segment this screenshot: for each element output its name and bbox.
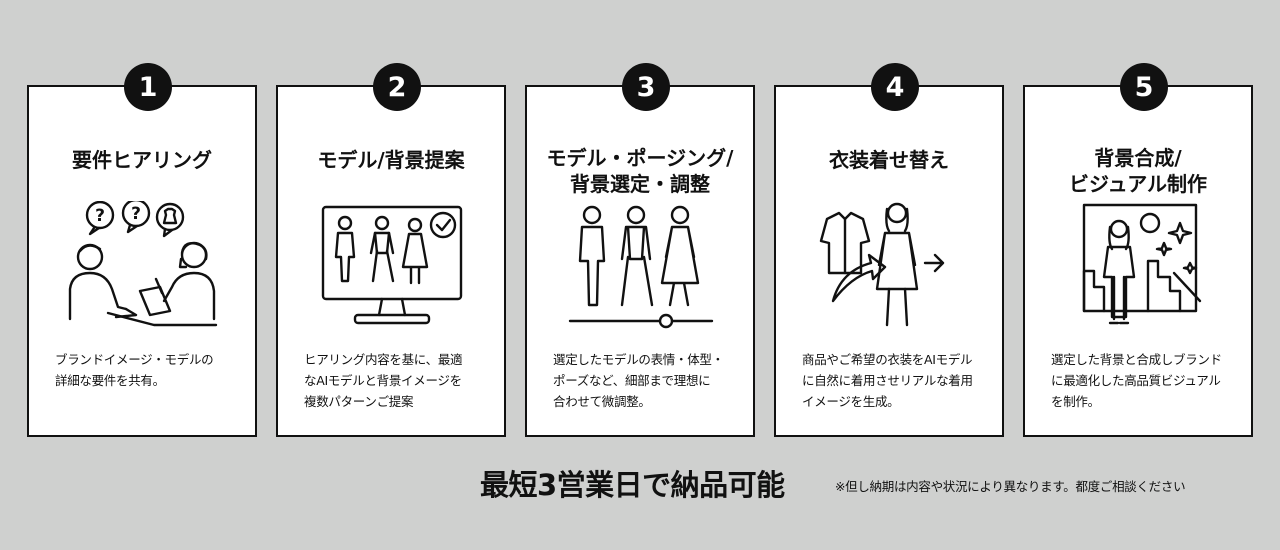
step-number-badge: 2 (373, 63, 421, 111)
background-composite-icon (1064, 201, 1214, 331)
step-description-line: を制作。 (1051, 394, 1100, 409)
step-description: ヒアリング内容を基に、最適 なAIモデルと背景イメージを 複数パターンご提案 (304, 349, 490, 412)
step-number-badge: 5 (1120, 63, 1168, 111)
step-title: 要件ヒアリング (29, 147, 255, 173)
monitor-models-icon (317, 201, 467, 331)
step-title-line: 衣装着せ替え (829, 148, 949, 172)
step-description: 商品やご希望の衣装をAIモデル に自然に着用させリアルな着用 イメージを生成。 (802, 349, 988, 412)
step-title: モデル・ポージング/ 背景選定・調整 (527, 145, 753, 197)
step-card-2: モデル/背景提案 ヒアリング内容を基に、最適 なAIモデルと背景イメージを 複数… (276, 85, 506, 437)
step-description-line: に自然に着用させリアルな着用 (802, 373, 973, 388)
svg-text:?: ? (95, 206, 105, 226)
delivery-headline: 最短3営業日で納品可能 (480, 468, 785, 502)
step-number-badge: 3 (622, 63, 670, 111)
step-card-1: 要件ヒアリング ? ? ブランドイメージ・モデルの 詳細な要件を共有。 (27, 85, 257, 437)
step-description-line: ブランドイメージ・モデルの (55, 352, 214, 367)
step-title-line: ビジュアル制作 (1069, 172, 1207, 196)
step-description-line: に最適化した高品質ビジュアル (1051, 373, 1221, 388)
step-title-line: モデル/背景提案 (317, 148, 465, 172)
step-description: 選定した背景と合成しブランド に最適化した高品質ビジュアル を制作。 (1051, 349, 1237, 412)
step-title: モデル/背景提案 (278, 147, 504, 173)
hearing-conversation-icon: ? ? (68, 201, 218, 331)
step-title-line: 背景選定・調整 (570, 172, 710, 196)
step-description-line: イメージを生成。 (802, 394, 900, 409)
step-card-5: 背景合成/ ビジュアル制作 選定した背景と合成しブランド に最適化した高品質ビジ… (1023, 85, 1253, 437)
delivery-note: ※但し納期は内容や状況により異なります。都度ご相談ください (835, 479, 1186, 494)
step-title-line: モデル・ポージング/ (546, 146, 734, 170)
step-description-line: 選定したモデルの表情・体型・ (553, 352, 724, 367)
outfit-change-icon (815, 201, 965, 331)
step-description-line: ポーズなど、細部まで理想に (553, 373, 711, 388)
step-number-badge: 1 (124, 63, 172, 111)
step-card-3: モデル・ポージング/ 背景選定・調整 選定したモデルの表情・体型・ ポーズなど、… (525, 85, 755, 437)
step-description: 選定したモデルの表情・体型・ ポーズなど、細部まで理想に 合わせて微調整。 (553, 349, 739, 412)
pose-adjust-icon (566, 201, 716, 331)
step-description-line: 選定した背景と合成しブランド (1051, 352, 1222, 367)
step-description-line: 商品やご希望の衣装をAIモデル (802, 352, 973, 367)
step-description: ブランドイメージ・モデルの 詳細な要件を共有。 (55, 349, 241, 391)
step-description-line: 合わせて微調整。 (553, 394, 651, 409)
step-description-line: 詳細な要件を共有。 (55, 373, 165, 388)
step-number-badge: 4 (871, 63, 919, 111)
step-title-line: 要件ヒアリング (72, 148, 212, 172)
step-title: 背景合成/ ビジュアル制作 (1025, 145, 1251, 197)
step-title: 衣装着せ替え (776, 147, 1002, 173)
step-title-line: 背景合成/ (1094, 146, 1182, 170)
process-steps: 要件ヒアリング ? ? ブランドイメージ・モデルの 詳細な要件を共有。 1 (27, 63, 1255, 441)
step-card-4: 衣装着せ替え 商品やご希望の衣装をAIモデル に自然に着用させリアルな着用 イメ… (774, 85, 1004, 437)
step-description-line: なAIモデルと背景イメージを (304, 373, 462, 388)
step-description-line: 複数パターンご提案 (304, 394, 414, 409)
svg-text:?: ? (131, 204, 141, 224)
step-description-line: ヒアリング内容を基に、最適 (304, 352, 463, 367)
